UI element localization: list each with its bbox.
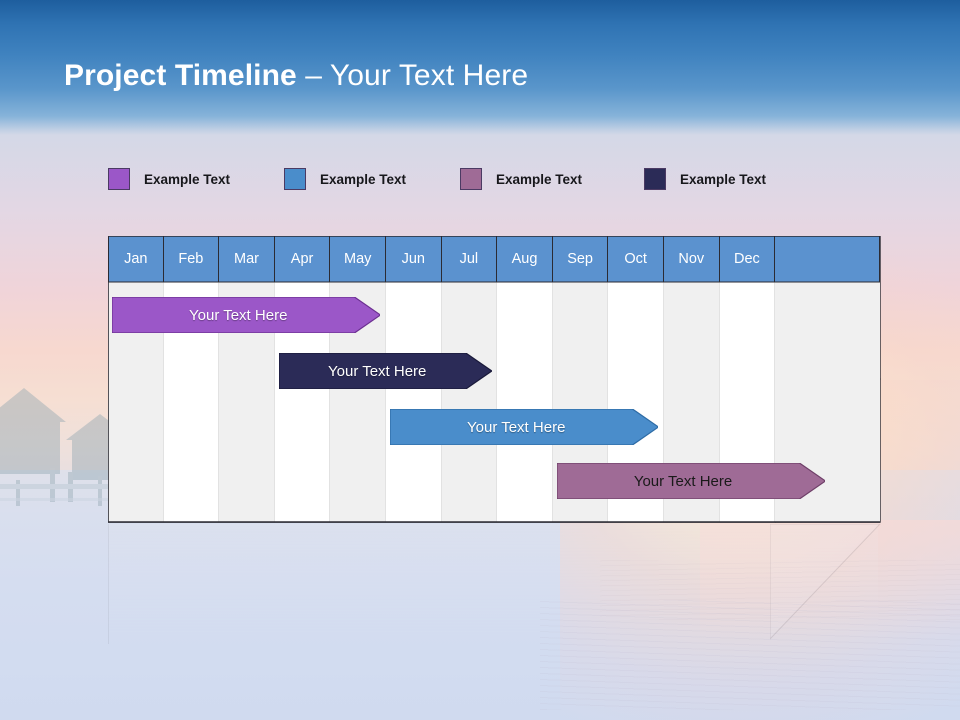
month-header-jan[interactable]: Jan (108, 236, 164, 282)
page-title-bold: Project Timeline (64, 59, 297, 92)
background-bungalows (0, 380, 134, 525)
month-header-jul[interactable]: Jul (441, 236, 498, 282)
month-header-aug[interactable]: Aug (497, 236, 553, 282)
month-header-sep[interactable]: Sep (552, 236, 609, 282)
legend-swatch-purple (108, 168, 130, 190)
legend-label-1: Example Text (144, 171, 231, 187)
page-title-dash: – (296, 59, 330, 92)
title-band (0, 0, 960, 135)
page-title: Project Timeline – Your Text Here (64, 59, 528, 93)
background-water-ripples-upper (600, 560, 960, 620)
legend-item-3[interactable]: Example Text (460, 168, 582, 190)
legend-item-1[interactable]: Example Text (108, 168, 230, 190)
chart-reflection-arrow (770, 524, 881, 640)
month-header-oct[interactable]: Oct (608, 236, 664, 282)
month-header-apr[interactable]: Apr (274, 236, 331, 282)
task-bar-3[interactable]: Your Text Here (390, 409, 659, 445)
legend-label-4: Example Text (680, 171, 767, 187)
task-bar-4[interactable]: Your Text Here (556, 463, 826, 499)
task-bar-2[interactable]: Your Text Here (278, 353, 492, 389)
task-bar-label-4: Your Text Here (633, 472, 733, 490)
pier-deck (0, 484, 125, 489)
month-header-tail (775, 236, 880, 282)
pier-rail (0, 498, 125, 501)
background-water-ripples (540, 600, 960, 710)
month-header-may[interactable]: May (330, 236, 386, 282)
chart-reflection (108, 524, 878, 644)
pier-post-2 (68, 472, 73, 502)
legend-item-2[interactable]: Example Text (284, 168, 406, 190)
month-header-jun[interactable]: Jun (386, 236, 442, 282)
task-bar-1[interactable]: Your Text Here (112, 297, 381, 333)
grid-column-aug (497, 282, 553, 522)
pier-post-1 (50, 468, 55, 502)
legend-label-3: Example Text (496, 171, 583, 187)
legend-swatch-navy (644, 168, 666, 190)
background-pink-band (700, 520, 960, 640)
task-bar-label-2: Your Text Here (328, 362, 427, 380)
task-bar-label-3: Your Text Here (467, 418, 566, 436)
legend-swatch-mauve (460, 168, 482, 190)
month-header-dec[interactable]: Dec (719, 236, 776, 282)
pier-post-4 (98, 476, 102, 506)
task-bar-label-1: Your Text Here (189, 306, 288, 324)
legend-label-2: Example Text (320, 171, 407, 187)
month-header-mar[interactable]: Mar (219, 236, 275, 282)
grid-column-jun (386, 282, 442, 522)
month-header-nov[interactable]: Nov (664, 236, 720, 282)
month-header-feb[interactable]: Feb (163, 236, 220, 282)
legend-swatch-blue (284, 168, 306, 190)
page-title-light: Your Text Here (329, 59, 529, 92)
grid-column-jul (441, 282, 498, 522)
legend-item-4[interactable]: Example Text (644, 168, 766, 190)
pier-post-3 (16, 480, 20, 506)
hut-roof-left (0, 388, 66, 422)
hut-body-left (0, 422, 60, 474)
